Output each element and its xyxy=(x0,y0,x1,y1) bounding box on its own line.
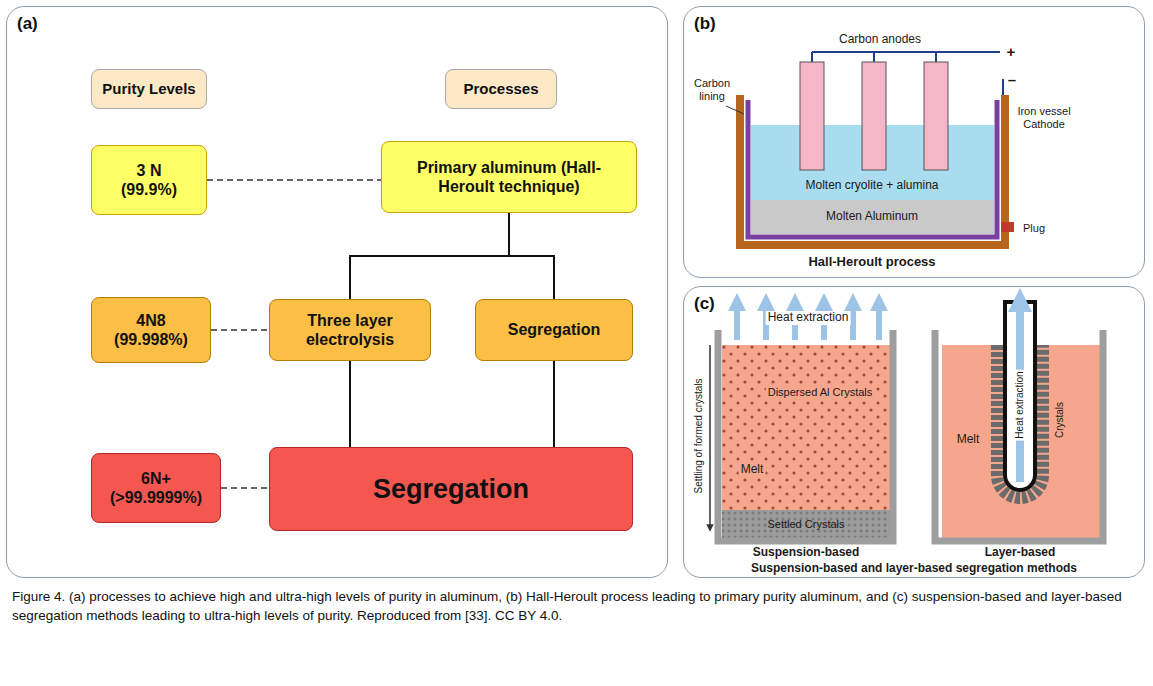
figure-label: Heat extraction xyxy=(766,311,851,325)
figure-label: Molten cryolite + alumina xyxy=(805,179,938,193)
figure-label: Heat extraction xyxy=(1014,369,1026,440)
process-box: Purity Levels xyxy=(91,69,207,109)
figure-label: Iron vessel Cathode xyxy=(1008,105,1080,130)
box-text: Segregation xyxy=(373,473,529,505)
box-text: 3 N (99.9%) xyxy=(109,161,189,199)
box-text: Purity Levels xyxy=(102,80,195,98)
suspension-crystallizer xyxy=(710,302,893,541)
box-text: Processes xyxy=(463,80,538,98)
figure-caption: Figure 4. (a) processes to achieve high … xyxy=(12,588,1140,626)
process-box: Segregation xyxy=(269,447,633,531)
figure-label: Carbon lining xyxy=(686,77,738,102)
process-box: Three layer electrolysis xyxy=(269,299,431,361)
figure-label: – xyxy=(1008,71,1016,88)
figure-label: Melt xyxy=(955,433,982,447)
process-box: Segregation xyxy=(475,299,633,361)
figure-label: Crystals xyxy=(1054,400,1066,440)
figure-panel: (a) Purity Levels Processes 3 N (99.9%) Prim… xyxy=(6,6,668,578)
figure-label: Layer-based xyxy=(985,546,1056,560)
figure-label: Plug xyxy=(1023,222,1045,235)
layer-crystallizer xyxy=(935,300,1103,541)
panel-letter: (c) xyxy=(694,294,715,314)
process-box: Primary aluminum (Hall-Heroult technique… xyxy=(381,141,637,213)
figure-label: Dispersed Al Crystals xyxy=(766,386,875,399)
figure-label: Melt xyxy=(739,463,766,477)
figure-label: Settling of formed crystals xyxy=(693,378,705,493)
box-text: Segregation xyxy=(508,320,600,339)
figure-panel: (b) xyxy=(683,6,1145,278)
box-text: 6N+ (>99.9999%) xyxy=(101,469,211,507)
dashed-link xyxy=(221,487,269,489)
box-text: 4N8 (99.998%) xyxy=(101,311,201,349)
tree-connector xyxy=(553,361,555,447)
figure-panel: (c) xyxy=(683,286,1145,578)
dashed-link xyxy=(207,179,381,181)
figure-label: Hall-Heroult process xyxy=(808,255,935,270)
process-box: 6N+ (>99.9999%) xyxy=(91,453,221,523)
tree-connector xyxy=(349,361,351,447)
box-text: Three layer electrolysis xyxy=(280,311,420,349)
tree-connector xyxy=(350,213,509,299)
tree-connector xyxy=(509,213,554,299)
figure-label: Molten Aluminum xyxy=(826,210,918,224)
figure-label: + xyxy=(1007,43,1016,60)
figure-label: Suspension-based xyxy=(753,546,860,560)
hall-heroult-cell xyxy=(726,52,1014,245)
process-box: 4N8 (99.998%) xyxy=(91,297,211,363)
figure-label: Carbon anodes xyxy=(839,33,921,47)
figure-label: Settled Crystals xyxy=(767,518,844,531)
process-box: Processes xyxy=(445,69,557,109)
process-box: 3 N (99.9%) xyxy=(91,145,207,215)
dashed-link xyxy=(211,329,269,331)
figure-label: Suspension-based and layer-based segrega… xyxy=(751,562,1077,576)
panel-letter: (b) xyxy=(694,14,716,34)
box-text: Primary aluminum (Hall-Heroult technique… xyxy=(394,158,624,196)
panel-letter: (a) xyxy=(17,14,38,34)
